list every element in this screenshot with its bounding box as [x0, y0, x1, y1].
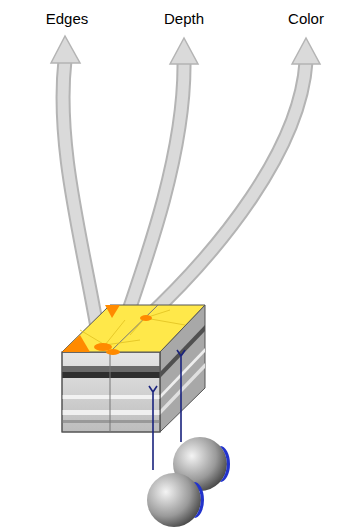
output-label: Color	[288, 10, 324, 28]
output-label: Edges	[46, 10, 89, 28]
output-label: Depth	[164, 10, 204, 28]
eyeballs	[147, 437, 230, 527]
cortex-block	[62, 305, 205, 432]
output-arrows	[51, 36, 320, 345]
